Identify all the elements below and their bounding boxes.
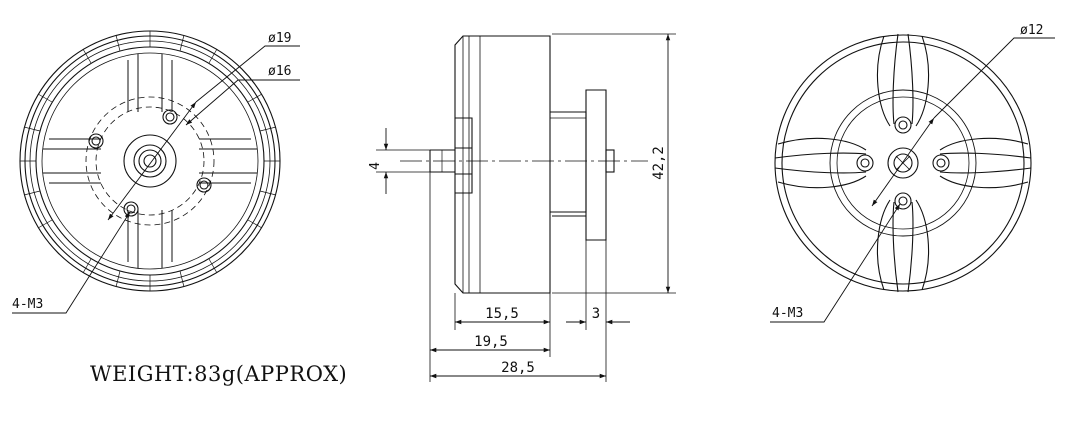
side-len1-dim: 15,5: [485, 306, 519, 322]
rear-dia-label: ø12: [1020, 23, 1043, 38]
side-height-dim: 42,2: [651, 146, 667, 180]
front-view: [12, 30, 300, 314]
rear-view: [770, 33, 1055, 323]
side-shaft: [429, 149, 455, 173]
front-dia-outer-label: ø19: [268, 31, 291, 46]
front-outer-rim: [19, 30, 281, 292]
rear-outer-rim: [774, 34, 1032, 292]
front-bolt-circle-outer: [85, 96, 215, 226]
side-shaft-dim: 4: [368, 162, 383, 170]
side-view: [376, 33, 676, 382]
side-len2-dim: 19,5: [474, 334, 508, 350]
front-holes-label: 4-M3: [12, 297, 43, 312]
rear-holes-label: 4-M3: [772, 306, 803, 321]
front-rim-ticks: [20, 31, 280, 291]
side-flange: [585, 89, 607, 241]
front-hub: [123, 134, 177, 188]
front-dia-inner-label: ø16: [268, 64, 291, 79]
side-flange-dim: 3: [592, 306, 600, 322]
side-total-dim: 28,5: [501, 360, 535, 376]
front-spokes: [43, 54, 257, 268]
side-base: [550, 111, 587, 213]
weight-note: WEIGHT:83g(APPROX): [90, 362, 348, 386]
